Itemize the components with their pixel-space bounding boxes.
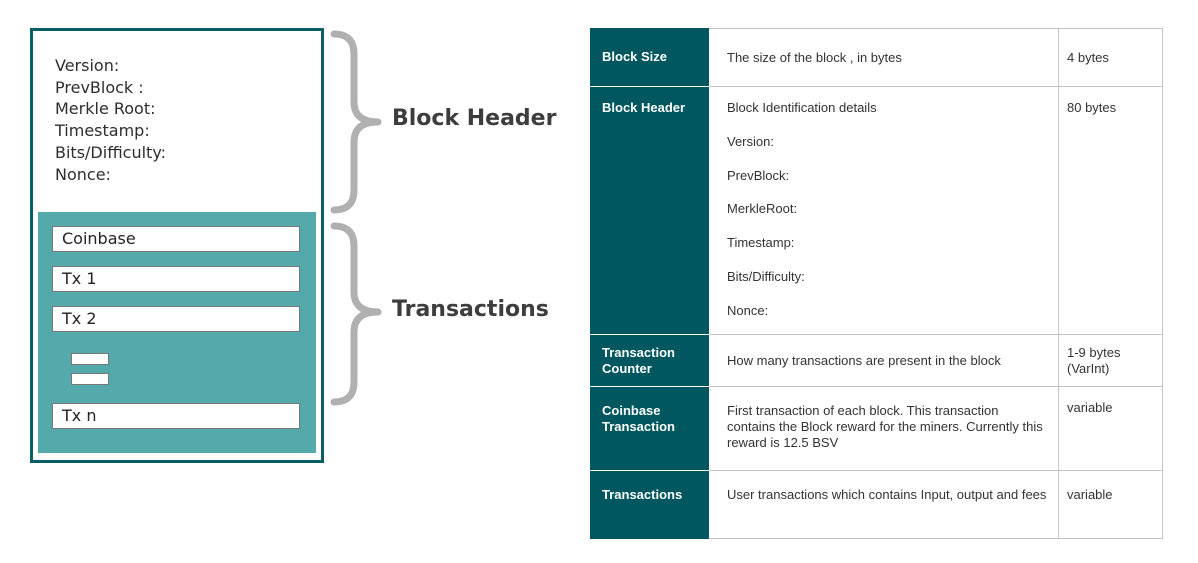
header-field-nonce: Nonce: [55, 164, 111, 184]
block-header-fields: Version: PrevBlock : Merkle Root: Timest… [55, 55, 166, 185]
sub-item-bits-difficulty: Bits/Difficulty: [727, 268, 805, 284]
row-description: The size of the block , in bytes [708, 28, 1059, 87]
sub-item-merkleroot: MerkleRoot: [727, 201, 798, 217]
row-name: Block Size [590, 28, 709, 87]
row-size: variable [1058, 470, 1163, 539]
header-field-bits-difficulty: Bits/Difficulty: [55, 142, 167, 162]
sub-item-nonce: Nonce: [727, 302, 769, 318]
row-name: Transaction Counter [590, 334, 709, 387]
row-size: 80 bytes [1058, 86, 1163, 335]
header-field-timestamp: Timestamp: [55, 121, 150, 141]
row-name: Coinbase Transaction [590, 386, 709, 471]
header-brace-icon [330, 30, 382, 214]
row-description: First transaction of each block. This tr… [708, 386, 1059, 471]
table-row: Transactions User transactions which con… [590, 470, 1163, 539]
transactions-label: Transactions [392, 297, 549, 322]
transactions-brace-icon [330, 222, 382, 406]
table-row: Block Size The size of the block , in by… [590, 28, 1163, 87]
tx-box-txn: Tx n [52, 403, 300, 429]
ellipsis-marker [71, 353, 109, 365]
header-field-version: Version: [55, 56, 120, 75]
tx-box-tx2: Tx 2 [52, 306, 300, 332]
row-size: 1-9 bytes (VarInt) [1058, 334, 1163, 387]
row-description: User transactions which contains Input, … [708, 470, 1059, 539]
table-row: Block Header Block Identification detail… [590, 86, 1163, 335]
table-row: Coinbase Transaction First transaction o… [590, 386, 1163, 471]
block-diagram: Version: PrevBlock : Merkle Root: Timest… [30, 28, 324, 463]
row-name: Transactions [590, 470, 709, 539]
ellipsis-marker [71, 373, 109, 385]
header-field-merkle-root: Merkle Root: [55, 99, 156, 119]
block-header-label: Block Header [392, 106, 557, 131]
header-field-prevblock: PrevBlock : [55, 77, 144, 97]
row-name: Block Header [590, 86, 709, 335]
sub-item-version: Version: [727, 133, 774, 149]
row-size: variable [1058, 386, 1163, 471]
description-text: Block Identification details [727, 100, 877, 115]
sub-item-timestamp: Timestamp: [727, 235, 795, 251]
tx-box-tx1: Tx 1 [52, 266, 300, 292]
row-description: Block Identification details Version: Pr… [708, 86, 1059, 335]
table-row: Transaction Counter How many transaction… [590, 334, 1163, 387]
row-size: 4 bytes [1058, 28, 1163, 87]
sub-item-prevblock: PrevBlock: [727, 167, 790, 183]
tx-box-coinbase: Coinbase [52, 226, 300, 252]
row-description: How many transactions are present in the… [708, 334, 1059, 387]
block-structure-table: Block Size The size of the block , in by… [590, 28, 1163, 539]
transactions-area: Coinbase Tx 1 Tx 2 Tx n [38, 212, 316, 453]
